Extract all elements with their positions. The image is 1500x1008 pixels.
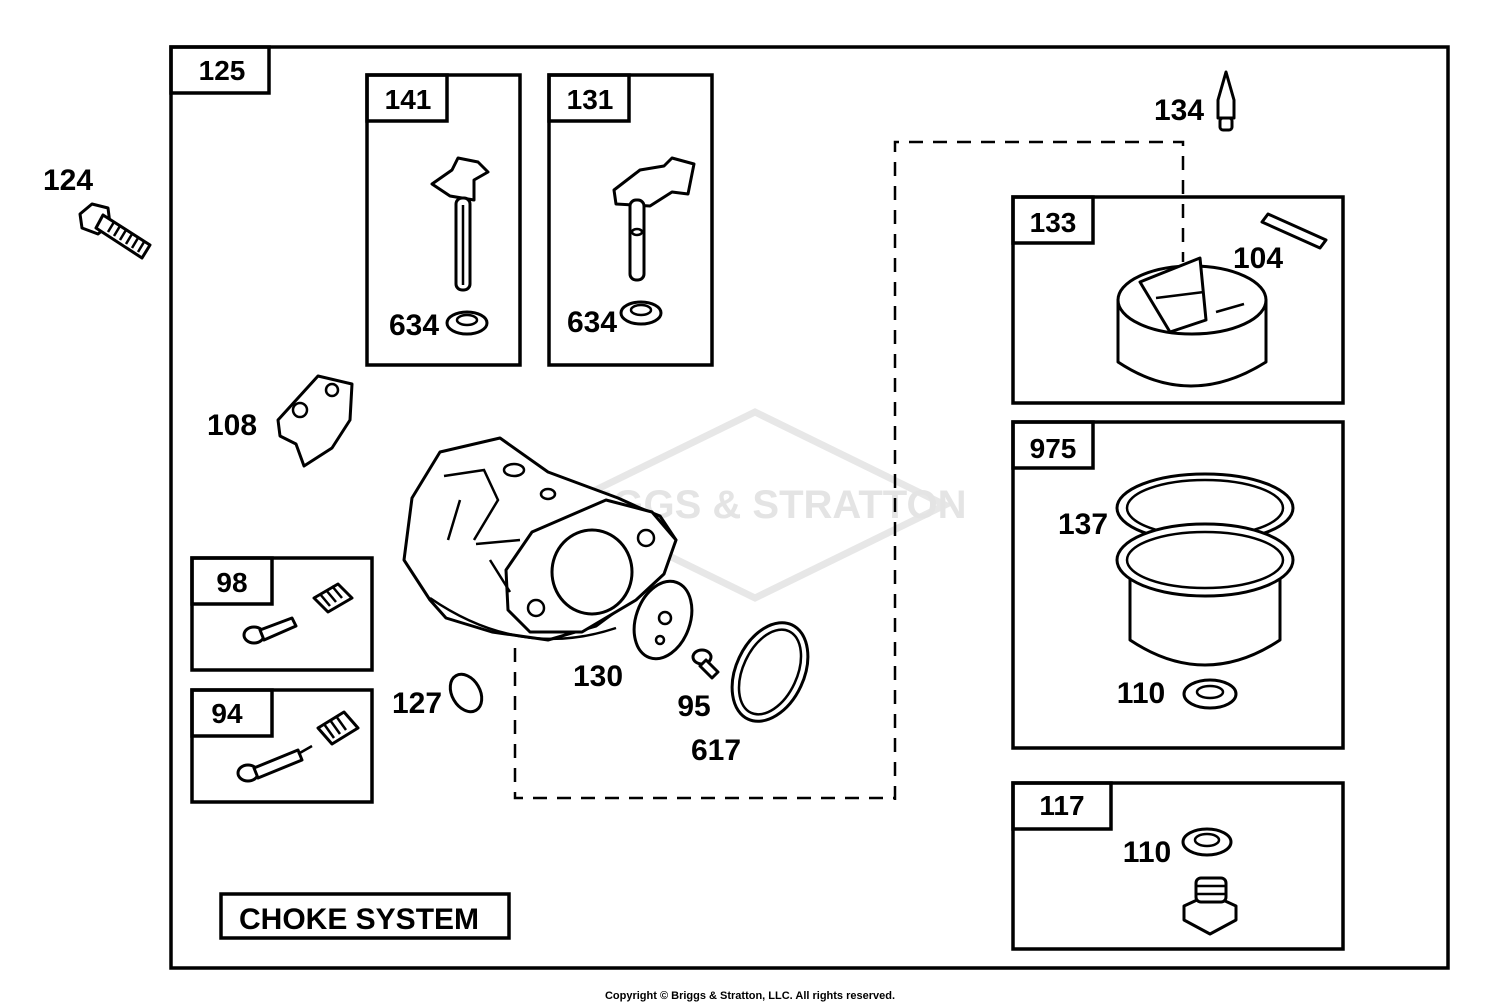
kit-box-98 (190, 556, 374, 672)
screw-95-icon (691, 648, 720, 680)
seal-634-icon (619, 300, 663, 326)
callout-95: 95 (677, 690, 710, 723)
hinge-pin-104-icon (1260, 212, 1328, 250)
callout-110-lower: 110 (1123, 836, 1171, 869)
callout-125: 125 (199, 55, 246, 86)
callout-117: 117 (1039, 790, 1084, 821)
inlet-needle-134-icon (1216, 70, 1236, 132)
copyright-notice: Copyright © Briggs & Stratton, LLC. All … (604, 990, 896, 1002)
washer-110-icon (1181, 827, 1233, 857)
callout-98: 98 (216, 567, 247, 598)
seal-634-icon (445, 310, 489, 336)
assembly-frame-125 (169, 45, 1450, 970)
callout-124: 124 (43, 164, 93, 197)
bowl-nut-117-icon (1182, 876, 1238, 936)
callout-94: 94 (211, 698, 243, 729)
section-label: CHOKE SYSTEM (239, 903, 479, 936)
callout-125-box: 125 (169, 45, 271, 95)
callout-127: 127 (392, 687, 442, 720)
washer-110-icon (1182, 678, 1238, 710)
carburetor-body-icon (402, 436, 678, 642)
o-ring-617-icon (730, 621, 810, 723)
kit-box-975 (1011, 420, 1345, 750)
float-133-icon (1116, 256, 1268, 388)
callout-104: 104 (1233, 242, 1283, 275)
bolt-124-icon (78, 202, 152, 260)
callout-130: 130 (573, 660, 623, 693)
callout-110-upper: 110 (1117, 677, 1165, 710)
callout-617: 617 (691, 734, 741, 767)
idle-screw-98-icon (242, 582, 354, 645)
connector-line-body (513, 648, 895, 800)
welch-plug-127-icon (448, 672, 484, 714)
kit-box-133 (1011, 195, 1345, 405)
throttle-shaft-131-icon (612, 156, 696, 282)
float-bowl-975-icon (1115, 522, 1295, 667)
connector-line-float (893, 140, 1185, 800)
callout-133: 133 (1030, 207, 1077, 238)
mixture-screw-94-icon (236, 710, 360, 783)
callout-137: 137 (1058, 508, 1108, 541)
plate-130-icon (632, 579, 694, 661)
callout-108: 108 (207, 409, 257, 442)
kit-box-117 (1011, 781, 1345, 951)
callout-634-left: 634 (389, 309, 439, 342)
gasket-108-icon (276, 374, 354, 468)
kit-box-94 (190, 688, 374, 804)
callout-634-right: 634 (567, 306, 617, 339)
callout-131: 131 (567, 84, 614, 115)
callout-141: 141 (385, 84, 432, 115)
callout-134: 134 (1154, 94, 1204, 127)
choke-system-label-box: CHOKE SYSTEM (219, 892, 511, 940)
choke-shaft-141-icon (430, 156, 490, 292)
callout-975: 975 (1030, 433, 1077, 464)
